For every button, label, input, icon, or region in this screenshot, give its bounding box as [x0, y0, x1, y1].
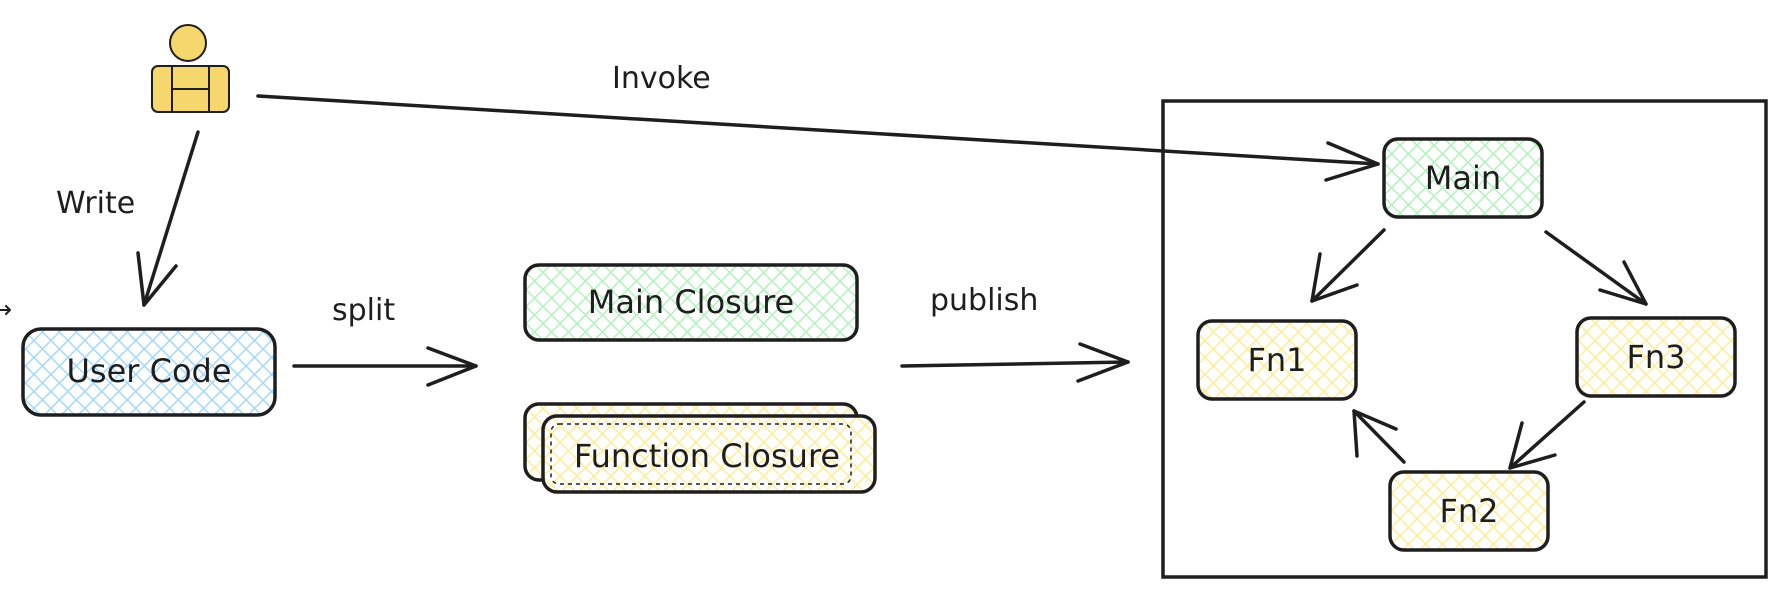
user-icon — [151, 24, 230, 113]
write-arrow — [136, 130, 200, 307]
node-fn2-label: Fn2 — [1439, 492, 1498, 530]
node-main-closure: Main Closure — [523, 263, 859, 342]
node-fn3-label: Fn3 — [1626, 338, 1685, 376]
node-main: Main — [1382, 137, 1544, 219]
node-user-code-label: User Code — [66, 352, 231, 390]
arrow-fn2-to-fn1 — [1352, 409, 1406, 464]
arrow-main-to-fn1 — [1310, 228, 1386, 303]
write-label: Write — [56, 186, 135, 221]
arrow-main-to-fn3 — [1544, 230, 1648, 306]
runtime-container — [1161, 99, 1768, 579]
node-fn1: Fn1 — [1196, 319, 1358, 401]
node-user-code: User Code — [21, 327, 277, 417]
invoke-arrow — [256, 94, 1380, 182]
publish-label: publish — [930, 283, 1038, 318]
node-fn3: Fn3 — [1575, 316, 1737, 398]
split-label: split — [332, 293, 395, 328]
node-fn1-label: Fn1 — [1247, 341, 1306, 379]
invoke-label: Invoke — [612, 61, 711, 96]
node-fn2: Fn2 — [1388, 470, 1550, 552]
split-arrow — [292, 346, 478, 387]
left-edge-stub — [0, 305, 11, 315]
node-main-closure-label: Main Closure — [588, 283, 794, 321]
node-main-label: Main — [1425, 159, 1501, 197]
node-function-closure-label: Function Closure — [574, 437, 840, 475]
arrow-fn3-to-fn2 — [1508, 400, 1586, 470]
publish-arrow — [900, 342, 1130, 383]
node-function-closure: Function Closure — [523, 402, 877, 494]
